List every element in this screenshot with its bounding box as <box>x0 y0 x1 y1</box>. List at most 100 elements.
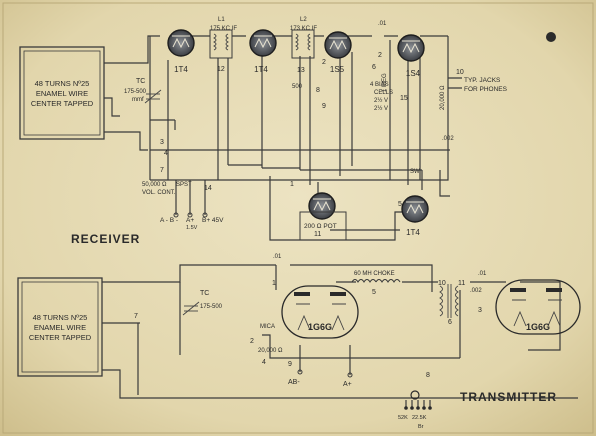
volume-pot-value: 50,000 Ω <box>142 182 167 188</box>
receiver-tube-3-label: 1S5 <box>330 65 345 74</box>
spst-switch-label: SPST <box>176 182 192 188</box>
if1-coil-label: L1 <box>218 17 225 23</box>
bias-line-1: 4 BIAS <box>370 82 389 88</box>
transmitter-tube-2-label: 1G6G <box>526 322 550 332</box>
battery-b-plus: B+ 45V <box>202 217 224 224</box>
transmitter-resistor-20000: 20,000 Ω <box>258 348 283 354</box>
receiver-loop-line-1: 48 TURNS Nº25 <box>35 79 90 88</box>
switch-label: SW <box>410 169 420 175</box>
transmitter-mica-label: MICA <box>260 324 275 330</box>
battery-a-plus-volts: 1.5V <box>186 225 198 231</box>
part-12: 12 <box>217 66 225 73</box>
receiver-tc-label: TC <box>136 78 145 85</box>
bias-line-3: 2½ V <box>374 97 388 104</box>
meter-tube <box>308 192 336 220</box>
switch-label-52k: 52K <box>398 415 408 421</box>
receiver-tube-1 <box>167 29 195 57</box>
transmitter-loop-antenna <box>17 277 103 377</box>
tx-part-2: 2 <box>250 338 254 345</box>
part-5: 5 <box>398 201 402 208</box>
transmitter-loop-line-1: 48 TURNS Nº25 <box>33 313 88 322</box>
transmitter-tube-2 <box>495 279 581 335</box>
receiver-tube-5 <box>401 195 429 223</box>
part-14: 14 <box>204 185 212 192</box>
receiver-tc-range: 175-500 <box>124 89 147 95</box>
switch-label-br: Br <box>418 424 424 430</box>
receiver-section: 48 TURNS Nº25 ENAMEL WIRE CENTER TAPPED … <box>19 17 508 246</box>
receiver-tube-5-label: 1T4 <box>406 228 420 237</box>
transmitter-tc-range: 175-500 <box>200 304 223 310</box>
transmitter-loop-line-2: ENAMEL WIRE <box>34 323 86 332</box>
switch-label-22k: 22.5K <box>412 415 427 421</box>
transmitter-cap-01-b: .01 <box>478 271 487 277</box>
transmitter-section: 48 TURNS Nº25 ENAMEL WIRE CENTER TAPPED … <box>17 254 581 430</box>
tx-part-5: 5 <box>372 289 376 296</box>
tx-part-1: 1 <box>272 280 276 287</box>
receiver-title: RECEIVER <box>71 232 140 246</box>
output-transformer <box>439 284 459 318</box>
receiver-tube-3 <box>324 31 352 59</box>
part-3: 3 <box>160 139 164 146</box>
tx-part-11: 11 <box>458 280 465 287</box>
receiver-tc-unit: mmf <box>132 97 144 103</box>
rotary-switch <box>404 390 432 410</box>
pot-label: 200 Ω POT <box>304 223 337 230</box>
tx-part-8: 8 <box>426 372 430 379</box>
receiver-tube-1-label: 1T4 <box>174 65 188 74</box>
receiver-tube-4 <box>397 34 425 62</box>
receiver-loop-line-2: ENAMEL WIRE <box>36 89 88 98</box>
part-10: 10 <box>456 69 464 76</box>
resistor-1meg: 1 MEG <box>382 73 388 92</box>
receiver-tube-2 <box>249 29 277 57</box>
if-transformer-1 <box>209 29 233 59</box>
transmitter-ab-minus: AB- <box>288 379 300 386</box>
pot-box <box>299 211 347 241</box>
receiver-loop-line-3: CENTER TAPPED <box>31 99 94 108</box>
tx-part-3: 3 <box>478 307 482 314</box>
part-9: 9 <box>322 103 326 110</box>
bias-line-2: CELLS <box>374 90 393 96</box>
part-2: 2 <box>322 59 326 66</box>
bias-line-4: 2½ V <box>374 105 388 112</box>
phone-jacks-line-1: TYP. JACKS <box>464 77 501 84</box>
part-7: 7 <box>160 167 164 174</box>
transmitter-cap-002: .002 <box>470 288 482 294</box>
part-13: 13 <box>297 67 305 74</box>
part-11: 11 <box>314 231 321 238</box>
transmitter-loop-line-3: CENTER TAPPED <box>29 333 92 342</box>
receiver-tuning-capacitor <box>144 89 162 104</box>
cap-01-receiver: .01 <box>378 21 387 27</box>
cap-002-receiver: .002 <box>442 136 454 142</box>
if1-freq-label: 175 KC IF <box>210 26 237 32</box>
tx-part-9: 9 <box>288 361 292 368</box>
part-2b: 2 <box>378 52 382 59</box>
transmitter-cap-01-a: .01 <box>273 254 282 260</box>
if2-coil-label: L2 <box>300 17 307 23</box>
receiver-loop-antenna <box>19 46 105 140</box>
resistor-500: 500 <box>292 84 303 90</box>
part-8: 8 <box>316 87 320 94</box>
part-15: 15 <box>400 95 408 102</box>
if-transformer-2 <box>291 29 315 59</box>
tx-part-7: 7 <box>134 313 138 320</box>
transmitter-a-plus: A+ <box>343 381 352 388</box>
tx-part-4: 4 <box>262 359 266 366</box>
receiver-tube-2-label: 1T4 <box>254 65 268 74</box>
battery-a-plus: A+ <box>186 217 194 224</box>
phone-jacks-line-2: FOR PHONES <box>464 86 508 93</box>
transmitter-tube-1 <box>281 285 359 339</box>
tx-part-10: 10 <box>438 280 446 287</box>
transmitter-title: TRANSMITTER <box>460 390 557 404</box>
volume-pot-label: VOL. CONT. <box>142 190 176 196</box>
part-1: 1 <box>290 181 294 188</box>
tx-part-6: 6 <box>448 319 452 326</box>
transmitter-tube-1-label: 1G6G <box>308 322 332 332</box>
receiver-tube-4-label: 1S4 <box>406 69 421 78</box>
transmitter-tuning-capacitor <box>182 301 200 316</box>
part-4: 4 <box>164 150 168 157</box>
part-6: 6 <box>372 64 376 71</box>
